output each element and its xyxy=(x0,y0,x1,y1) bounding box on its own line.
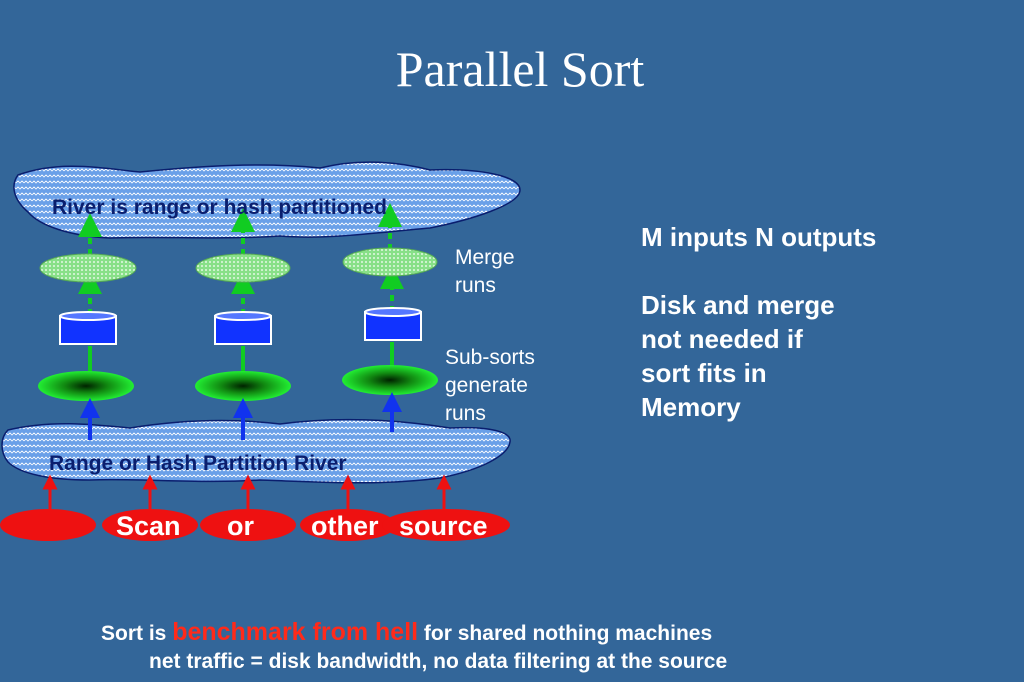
source-word-other: other xyxy=(311,511,379,541)
source-word-source: source xyxy=(399,511,488,541)
bottom-river-label: Range or Hash Partition River xyxy=(49,452,347,475)
merge-node-2 xyxy=(195,253,291,283)
right-text-para2-line2: not needed if xyxy=(641,324,803,354)
source-node-3 xyxy=(200,509,296,541)
merge-runs-label: Merge runs xyxy=(455,246,515,297)
right-text-para2-line1: Disk and merge xyxy=(641,290,835,320)
footer-suffix: for shared nothing machines xyxy=(418,622,713,645)
right-text-line1: M inputs N outputs xyxy=(641,222,877,252)
merge-node-3 xyxy=(342,247,438,277)
source-word-scan: Scan xyxy=(116,511,181,541)
merge-node-1 xyxy=(39,253,137,283)
footer-highlight: benchmark from hell xyxy=(172,618,419,646)
right-text-para2-line4: Memory xyxy=(641,392,741,422)
source-node-5 xyxy=(382,509,510,541)
top-river-label: River is range or hash partitioned xyxy=(52,196,387,219)
slide-title: Parallel Sort xyxy=(395,41,645,97)
source-node-1 xyxy=(0,509,96,541)
subsort-node-1 xyxy=(38,371,134,401)
right-text-para2-line3: sort fits in xyxy=(641,358,767,388)
subsort-node-3 xyxy=(342,365,438,395)
subsort-label: Sub-sorts generate runs xyxy=(445,346,535,425)
disk-2 xyxy=(214,311,272,345)
source-word-or: or xyxy=(227,511,254,541)
source-node-2 xyxy=(102,509,198,541)
disk-1 xyxy=(59,311,117,345)
disk-3 xyxy=(364,307,422,341)
footer-prefix: Sort is xyxy=(101,622,173,645)
footer-line2: net traffic = disk bandwidth, no data fi… xyxy=(149,650,728,673)
source-node-4 xyxy=(300,509,396,541)
bottom-river xyxy=(1,418,511,484)
subsort-node-2 xyxy=(195,371,291,401)
footer-line1: Sort is benchmark from hell for shared n… xyxy=(101,618,712,647)
